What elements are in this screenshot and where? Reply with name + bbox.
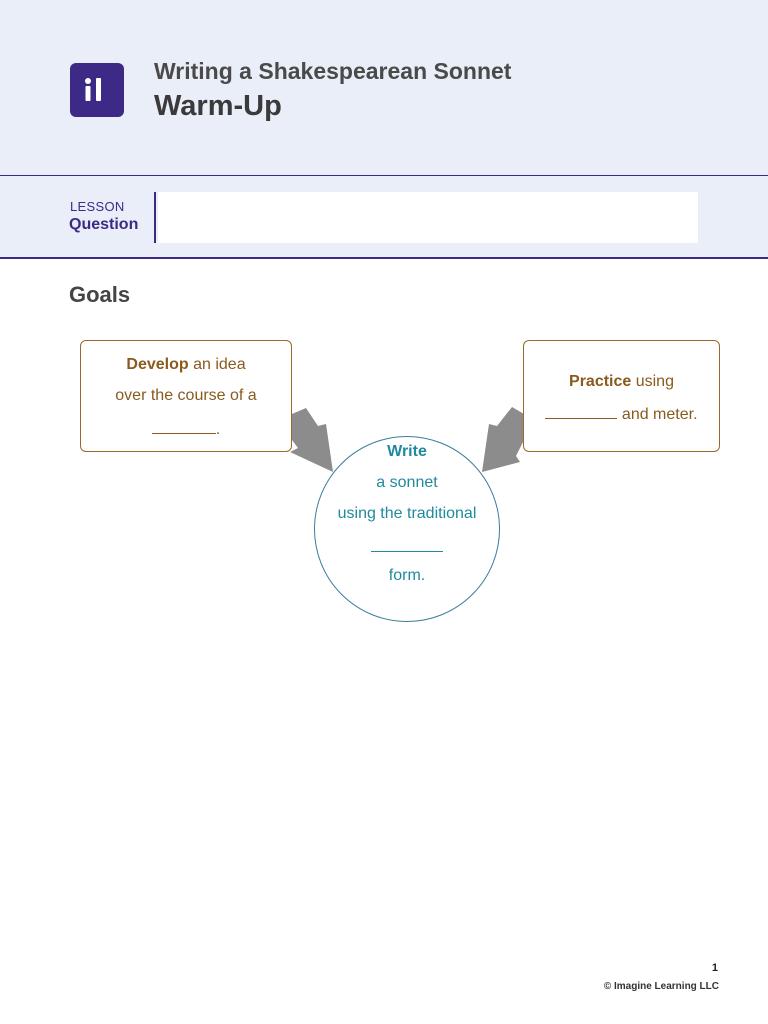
- goal-practice-line2: and meter.: [524, 404, 719, 424]
- goal-practice-line1: Practice using: [569, 373, 674, 390]
- goal-develop-line3: .: [81, 419, 291, 439]
- write-blank[interactable]: [371, 537, 443, 552]
- goal-develop-line2: over the course of a: [115, 387, 257, 404]
- lesson-question-input[interactable]: [158, 192, 698, 243]
- goal-develop-line1: Develop an idea: [126, 356, 246, 373]
- imagine-learning-logo-icon: [70, 63, 124, 117]
- goal-write-circle: Write a sonnet using the traditional for…: [314, 436, 500, 622]
- lesson-question-label: Question: [69, 216, 139, 233]
- copyright: © Imagine Learning LLC: [603, 981, 719, 992]
- goal-write-line2: a sonnet: [376, 474, 438, 491]
- goal-develop-box: Develop an idea over the course of a .: [80, 340, 292, 452]
- lesson-divider: [154, 192, 156, 243]
- goal-write-line4: [315, 537, 499, 557]
- header: [0, 0, 768, 175]
- lesson-subtitle: Writing a Shakespearean Sonnet: [154, 58, 512, 84]
- page-number: 1: [711, 962, 718, 974]
- lesson-label: LESSON: [70, 199, 125, 214]
- goal-write-line3: using the traditional: [337, 505, 477, 522]
- goals-heading: Goals: [69, 282, 131, 307]
- develop-blank[interactable]: [151, 419, 216, 434]
- left-arrow: [290, 408, 333, 472]
- goal-practice-box: Practice using and meter.: [523, 340, 720, 452]
- goal-write-line5: form.: [388, 567, 426, 584]
- page-title: Warm-Up: [154, 90, 282, 122]
- practice-blank[interactable]: [545, 404, 618, 419]
- right-arrow: [482, 407, 524, 472]
- goal-write-line1: Write: [387, 443, 427, 460]
